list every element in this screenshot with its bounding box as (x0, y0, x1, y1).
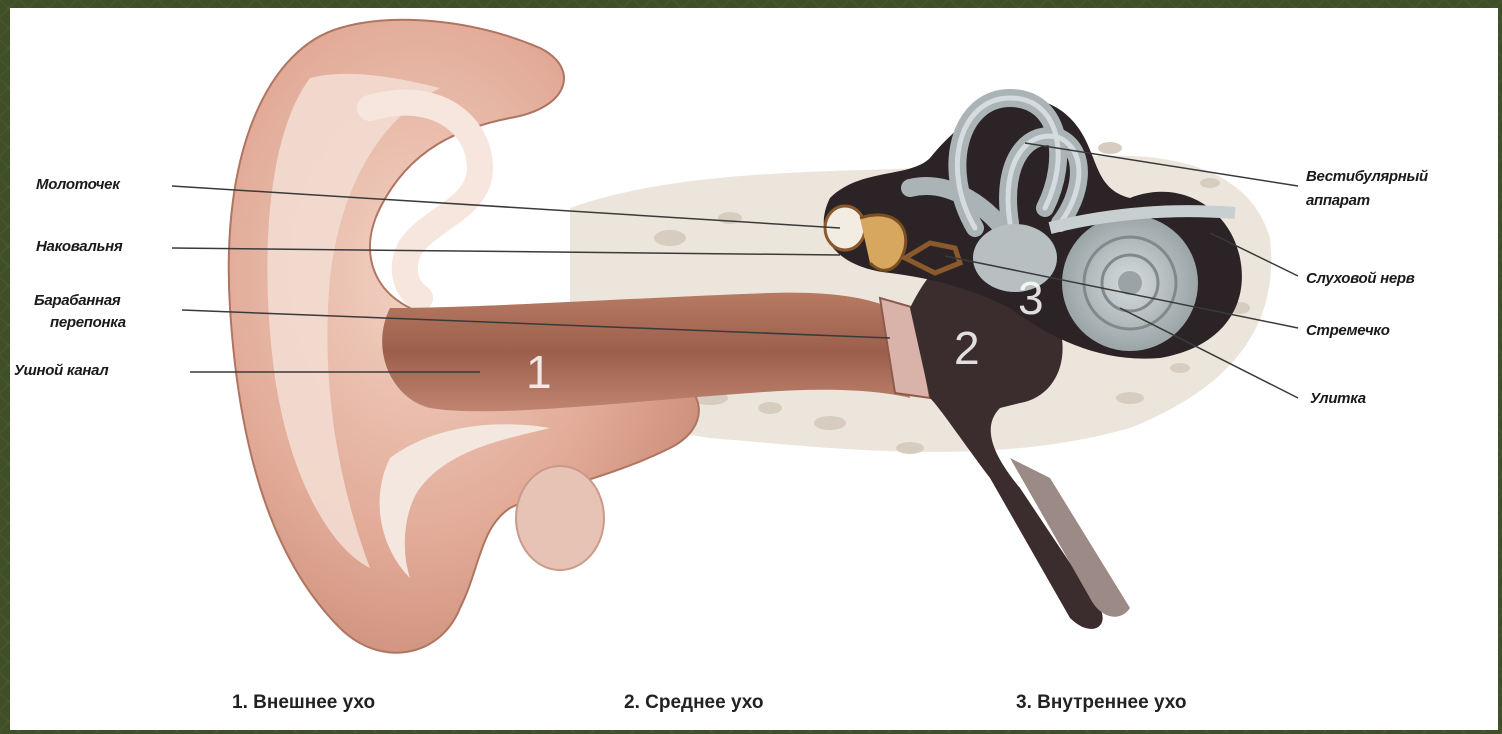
label-cochlea: Улитка (1310, 390, 1366, 408)
label-incus: Наковальня (36, 238, 122, 256)
label-vestibular-line1: Вестибулярный (1306, 168, 1428, 186)
caption-middle-ear: 2. Среднее ухо (624, 692, 763, 714)
label-stapes: Стремечко (1306, 322, 1390, 340)
diagram-panel: 1 2 3 Молоточек Наковальня Барабанная пе… (10, 8, 1498, 730)
caption-inner-ear: 3. Внутреннее ухо (1016, 692, 1186, 714)
label-ear-canal: Ушной канал (14, 362, 108, 380)
earlobe (516, 466, 604, 570)
label-eardrum-line1: Барабанная (34, 292, 120, 310)
label-vestibular-line2: аппарат (1306, 192, 1370, 210)
label-auditory-nerve: Слуховой нерв (1306, 270, 1415, 288)
region-number-1: 1 (526, 346, 552, 398)
label-malleus: Молоточек (36, 176, 120, 194)
caption-outer-ear: 1. Внешнее ухо (232, 692, 375, 714)
label-eardrum-line2: перепонка (50, 314, 126, 332)
region-number-3: 3 (1018, 272, 1044, 324)
vestibule (973, 224, 1057, 292)
ear-anatomy-illustration: 1 2 3 (10, 8, 1498, 730)
region-number-2: 2 (954, 322, 980, 374)
